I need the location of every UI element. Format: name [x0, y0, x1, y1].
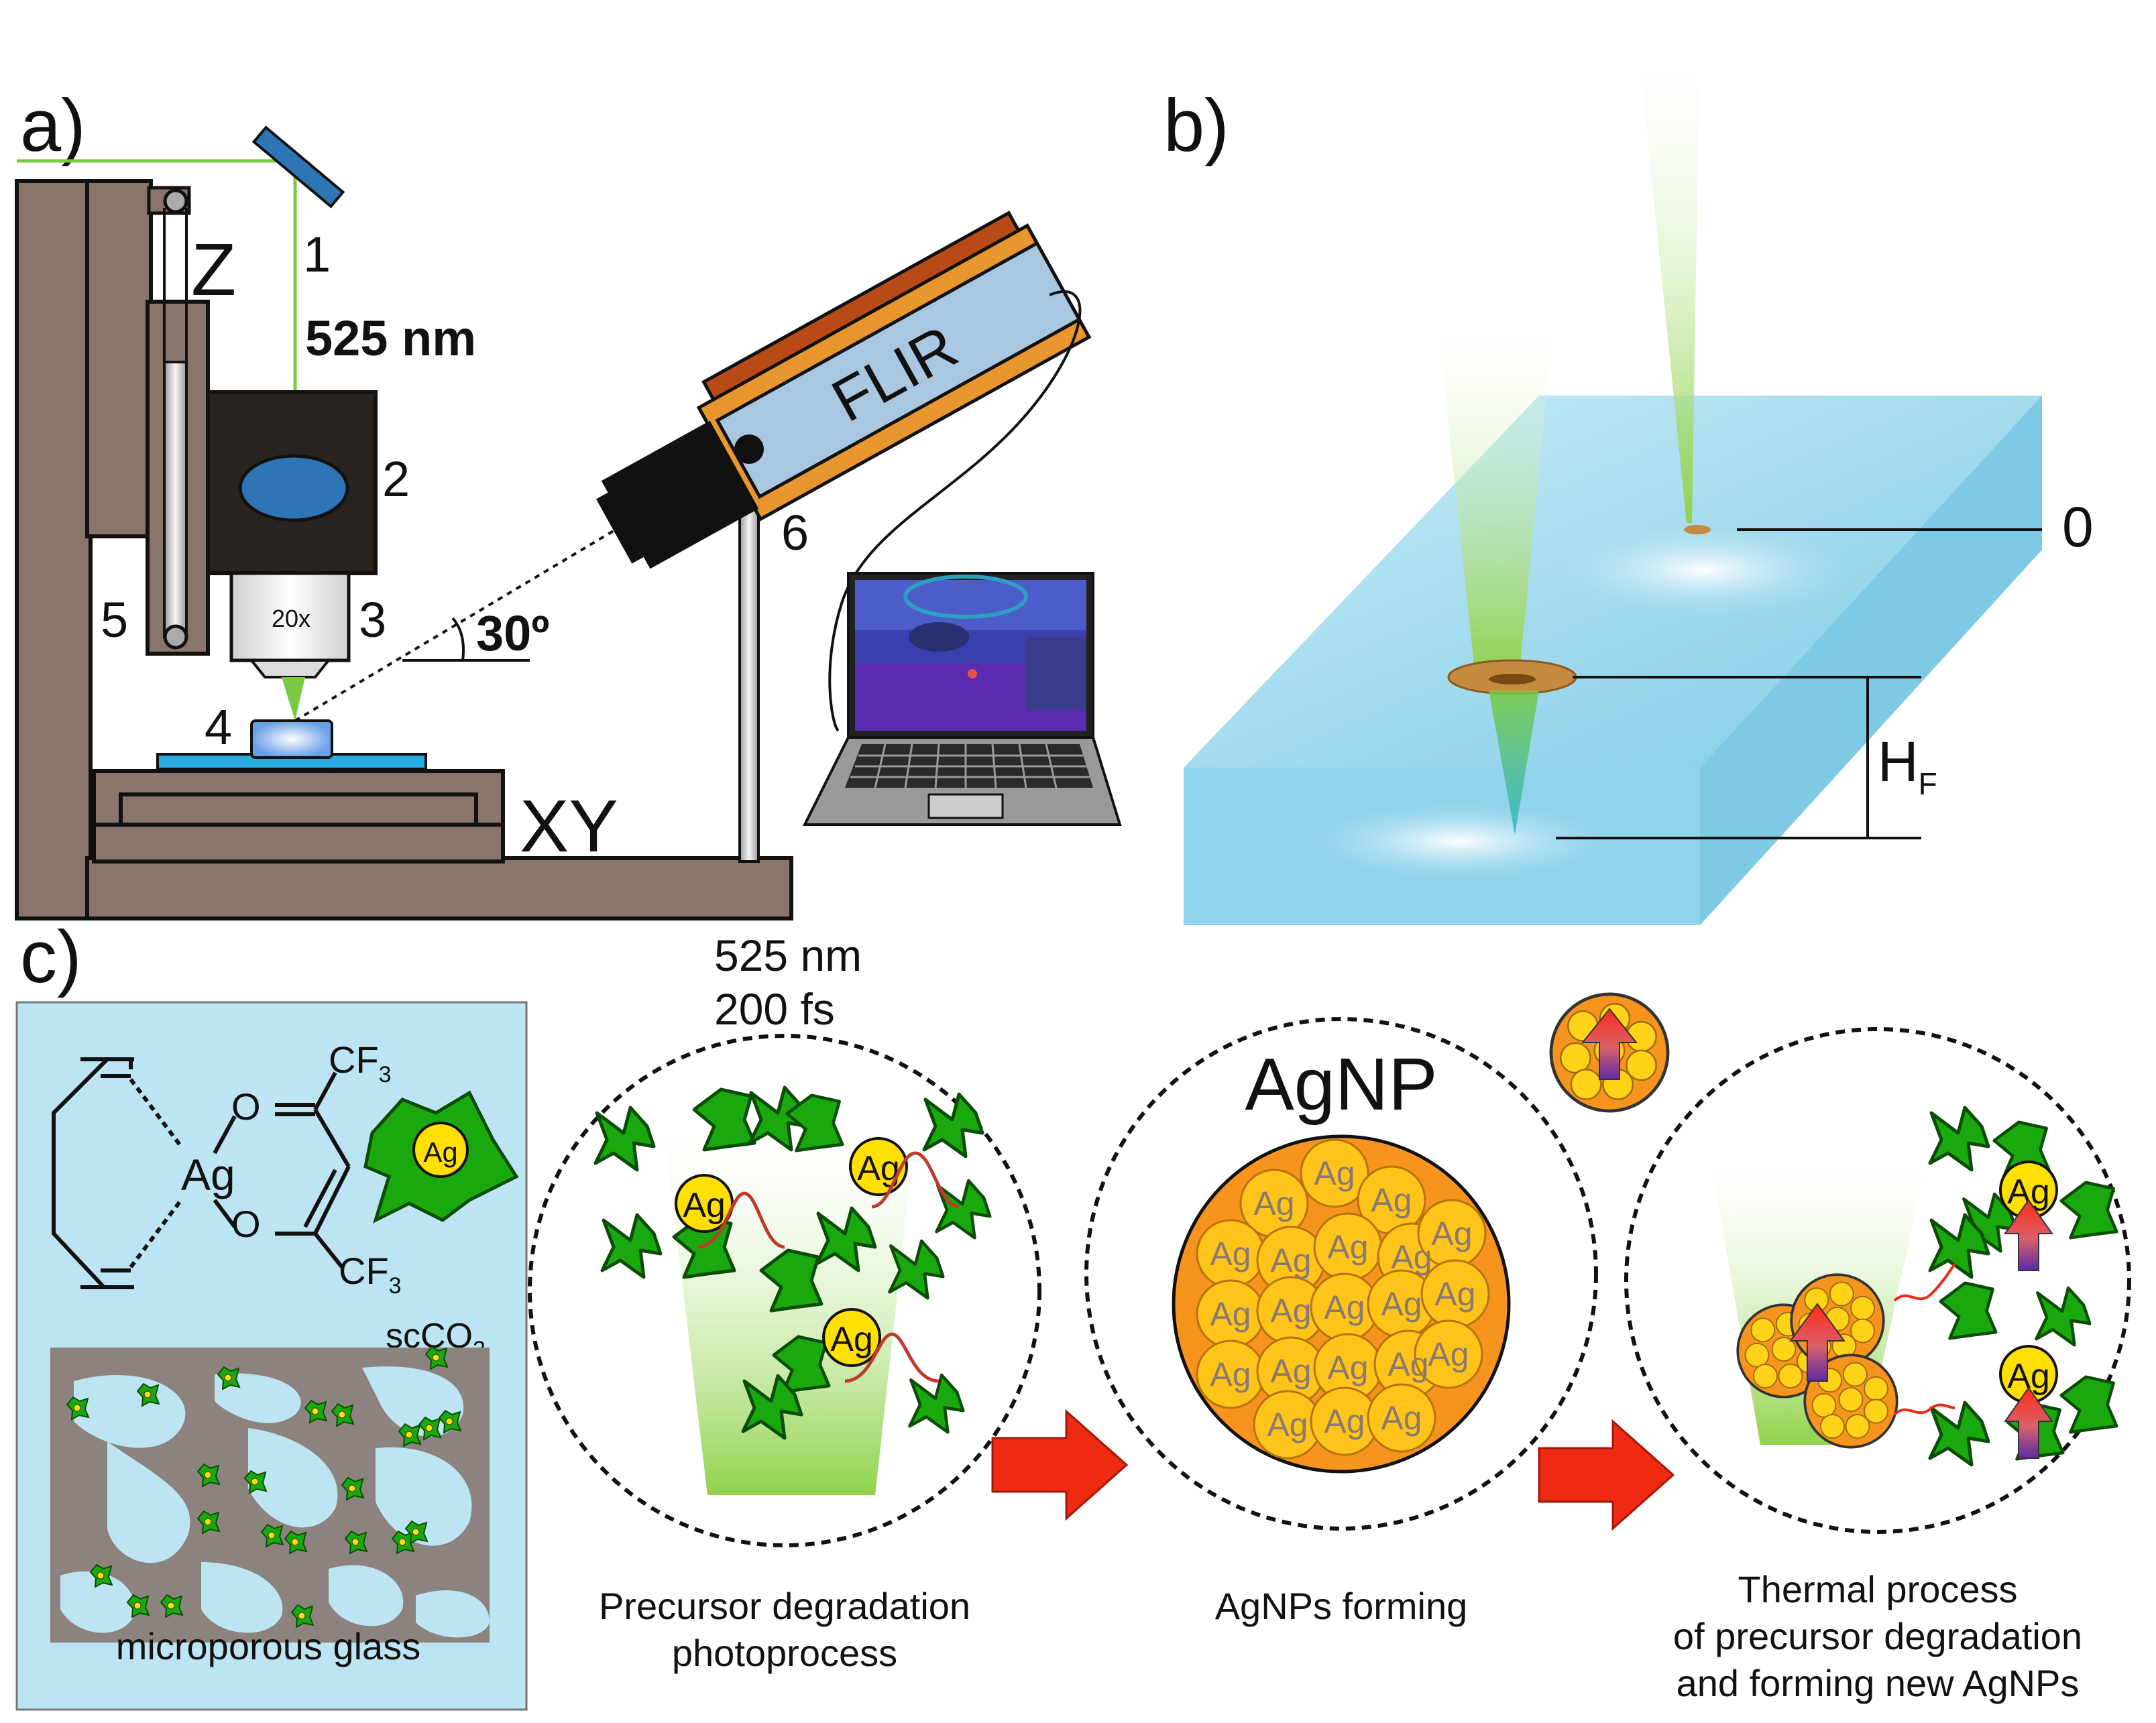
objective-number: 3	[359, 592, 386, 648]
silver-atom: Ag	[181, 1150, 235, 1199]
process-arrow-1	[991, 1409, 1129, 1521]
svg-text:HF: HF	[1878, 730, 1937, 801]
panel-b: b) 0 HF	[1164, 27, 2094, 925]
agnp-ag-16: Ag	[1327, 1349, 1368, 1386]
caption-agnp-forming: AgNPs forming	[1215, 1585, 1468, 1627]
agnp-ag-20: Ag	[1324, 1403, 1365, 1440]
microporous-label: microporous glass	[116, 1625, 420, 1667]
agnp-ag-3: Ag	[1371, 1181, 1412, 1219]
agnp-ag-5: Ag	[1270, 1242, 1311, 1279]
laser-params-line1: 525 nm	[714, 931, 862, 980]
oxygen-top: O	[231, 1085, 261, 1128]
beam-in-glass	[1489, 691, 1539, 835]
photoprocess-circle: Ag Ag Ag	[528, 1034, 1041, 1547]
precursor-icon-ag: Ag	[423, 1136, 457, 1168]
process-arrow-2	[1538, 1419, 1675, 1531]
ag-label-3: Ag	[830, 1320, 873, 1359]
panel-c: c) 525 nm 200 fs Ag O	[15, 916, 2131, 1711]
camera-sight-line	[294, 501, 662, 722]
precursor-molecule	[52, 1057, 351, 1289]
panel-b-label: b)	[1164, 84, 1229, 167]
xy-stage-label: XY	[520, 785, 618, 868]
pulley-top	[163, 188, 188, 214]
lens-icon	[238, 454, 349, 522]
glass-side-face	[1700, 396, 2042, 925]
cf3-bottom-subscript: 3	[389, 1273, 402, 1299]
microscope-frame	[15, 179, 793, 920]
laser-beam-surface	[1636, 27, 1700, 523]
agnp-ag-19: Ag	[1267, 1406, 1308, 1443]
caption-thermal-3: and forming new AgNPs	[1677, 1662, 2080, 1704]
agnp-ag-7: Ag	[1391, 1238, 1432, 1276]
agnp-circle: Ag Ag Ag Ag Ag Ag Ag Ag Ag Ag Ag Ag Ag A…	[1084, 1017, 1598, 1531]
agnp-ag-8: Ag	[1431, 1215, 1472, 1252]
cf3-bottom: CF	[339, 1250, 389, 1292]
flir-camera-icon: FLIR	[595, 211, 1092, 569]
wavelength-label: 525 nm	[305, 310, 476, 366]
panel-a-label: a)	[20, 84, 86, 167]
cf3-top-subscript: 3	[379, 1062, 392, 1087]
laser-beam-deep	[1435, 302, 1556, 677]
sample-number: 4	[205, 699, 232, 755]
mirror-number: 1	[303, 227, 331, 282]
caption-thermal-2: of precursor degradation	[1673, 1615, 2082, 1657]
z-axis-label: Z	[191, 229, 236, 311]
oxygen-bottom: O	[231, 1203, 261, 1245]
ag-label-1: Ag	[683, 1186, 726, 1225]
caption-photoprocess-2: photoprocess	[672, 1632, 897, 1674]
objective-magnification: 20x	[272, 605, 310, 632]
angle-label: 30º	[476, 605, 549, 661]
focus-depth-label: H	[1878, 730, 1919, 793]
rail-number: 5	[101, 592, 128, 648]
sample-icon	[250, 719, 333, 759]
surface-level-label: 0	[2062, 495, 2094, 558]
agnp-ag-2: Ag	[1253, 1185, 1294, 1222]
svg-text:CF3: CF3	[339, 1250, 402, 1299]
camera-cable	[828, 290, 1082, 732]
z-rail-rod	[163, 361, 188, 638]
agnp-ag-18: Ag	[1428, 1335, 1469, 1373]
agnp-ag-14: Ag	[1210, 1356, 1251, 1393]
microporous-glass-icon	[50, 1346, 490, 1643]
agnp-ag-10: Ag	[1270, 1292, 1311, 1329]
lens-number: 2	[382, 451, 410, 507]
agnp-ag-13: Ag	[1434, 1275, 1475, 1313]
cf3-top: CF	[329, 1038, 379, 1081]
agnp-ag-17: Ag	[1387, 1346, 1428, 1383]
agnp-ag-12: Ag	[1381, 1285, 1422, 1323]
panel-a: a) Z 1 525 nm 2 20x	[15, 84, 1122, 920]
surface-spot	[1684, 525, 1711, 534]
agnp-ag-15: Ag	[1270, 1352, 1311, 1390]
focus-depth-subscript: F	[1919, 766, 1937, 801]
pulley-bottom	[163, 624, 188, 650]
caption-photoprocess-1: Precursor degradation	[599, 1585, 970, 1627]
focused-beam	[282, 677, 305, 721]
angle-arc	[451, 617, 465, 661]
agnp-ag-4: Ag	[1210, 1235, 1251, 1272]
caption-thermal-1: Thermal process	[1738, 1568, 2017, 1610]
objective-icon	[229, 571, 351, 662]
laser-params-line2: 200 fs	[714, 984, 835, 1034]
heated-agnp-icon	[1551, 994, 1668, 1111]
agnp-ag-11: Ag	[1324, 1289, 1365, 1326]
thermal-process-circle: Ag Ag	[1624, 1027, 2131, 1534]
stand-number: 6	[781, 505, 809, 560]
agnp-ag-6: Ag	[1327, 1228, 1368, 1266]
camera-pivot	[734, 434, 764, 464]
agnp-title: AgNP	[1245, 1043, 1437, 1126]
svg-text:CF3: CF3	[329, 1038, 392, 1087]
agnp-ag-1: Ag	[1314, 1154, 1355, 1192]
agnp-ag-9: Ag	[1210, 1295, 1251, 1333]
panel-c-label: c)	[20, 916, 82, 998]
laptop-icon	[802, 572, 1122, 826]
mirror-icon	[251, 125, 345, 209]
agnp-ag-21: Ag	[1381, 1399, 1422, 1437]
